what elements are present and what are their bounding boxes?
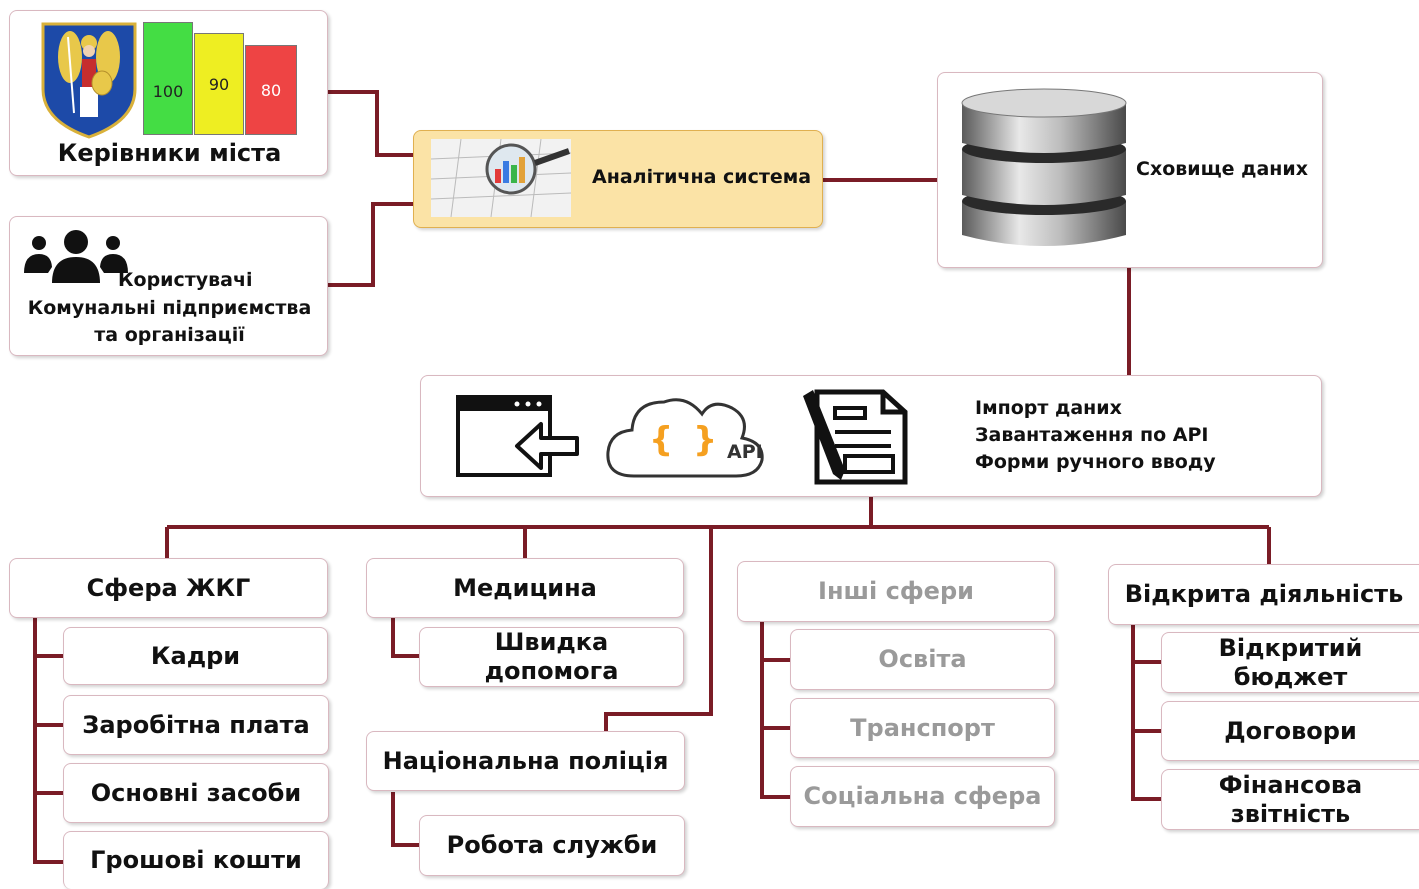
police-item-service: Робота служби — [419, 815, 685, 876]
import-forms-line: Форми ручного вводу — [975, 451, 1216, 473]
housing-item-fixed-assets: Основні засоби — [63, 763, 329, 823]
group-other-title: Інші сфери — [737, 561, 1055, 622]
connector-police-tree — [391, 792, 420, 847]
coat-of-arms-icon — [41, 22, 137, 139]
data-storage-box: Сховище даних — [937, 72, 1323, 268]
data-storage-label: Сховище даних — [1136, 158, 1308, 180]
group-housing-title: Сфера ЖКГ — [9, 558, 328, 618]
connector-leaders-analytics — [328, 90, 414, 157]
analytics-system-box: Аналітична система — [413, 130, 823, 228]
connector-police-drop — [604, 527, 713, 731]
group-medicine-title: Медицина — [366, 558, 684, 618]
city-leaders-label: Керівники міста — [57, 139, 282, 167]
curly-braces-icon: { } — [649, 420, 722, 460]
data-import-box: { } API Імпорт даних Завантаження по API… — [420, 375, 1322, 497]
other-item-education: Освіта — [790, 629, 1055, 690]
analytics-magnifier-icon — [431, 139, 571, 217]
other-item-social: Соціальна сфера — [790, 766, 1055, 827]
open-item-budget: Відкритий бюджет — [1161, 632, 1419, 693]
window-import-icon — [456, 395, 579, 477]
import-api-line: Завантаження по API — [975, 424, 1209, 446]
connector-housing-tree — [33, 618, 64, 864]
group-police-title: Національна поліція — [366, 731, 685, 791]
rating-bar-yellow: 90 — [194, 33, 244, 135]
connector-open-tree — [1131, 625, 1162, 801]
api-tag: API — [727, 441, 763, 463]
users-box: Користувачі Комунальні підприємства та о… — [9, 216, 328, 356]
housing-item-personnel: Кадри — [63, 627, 328, 685]
connector-medicine-tree — [391, 618, 420, 658]
city-leaders-box: 100 90 80 Керівники міста — [9, 10, 328, 176]
analytics-system-label: Аналітична система — [592, 166, 812, 188]
open-item-contracts: Договори — [1161, 701, 1419, 761]
import-data-line: Імпорт даних — [975, 397, 1122, 419]
users-organizations-label: та організації — [94, 324, 245, 346]
open-item-financial-reports: Фінансова звітність — [1161, 769, 1419, 830]
database-icon — [961, 88, 1127, 246]
housing-item-cash: Грошові кошти — [63, 831, 329, 889]
housing-item-salary: Заробітна плата — [63, 695, 329, 755]
group-open-activity-title: Відкрита діяльність — [1108, 564, 1419, 625]
users-group-icon — [24, 230, 128, 283]
rating-bar-green: 100 — [143, 22, 193, 135]
manual-form-icon — [803, 389, 908, 485]
connector-users-analytics — [328, 202, 414, 287]
users-label: Користувачі — [118, 269, 253, 291]
users-communal-label: Комунальні підприємства — [27, 297, 312, 319]
other-item-transport: Транспорт — [790, 698, 1055, 758]
medicine-item-ambulance: Швидка допомога — [419, 627, 684, 687]
connector-other-tree — [760, 622, 791, 799]
rating-bar-red: 80 — [245, 45, 297, 135]
cloud-api-icon — [606, 398, 764, 478]
